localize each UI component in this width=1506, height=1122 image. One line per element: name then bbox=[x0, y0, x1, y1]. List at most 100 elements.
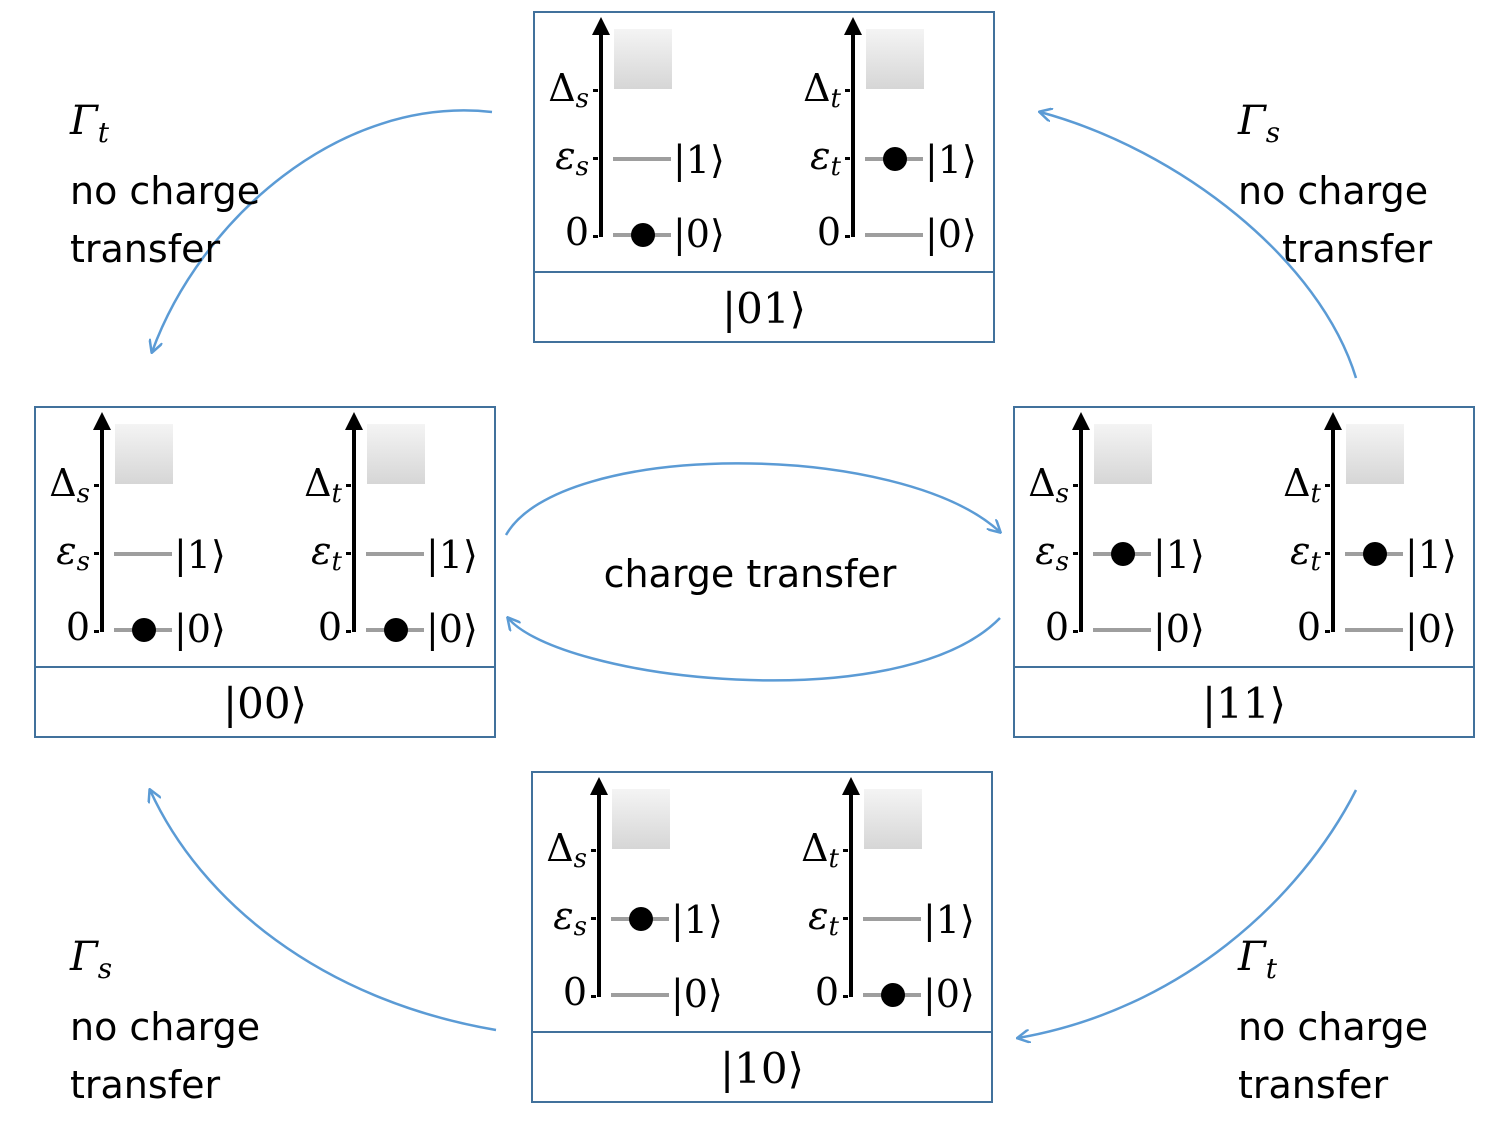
level-1 bbox=[366, 552, 424, 556]
state-box-11: Δs εs 0 |1⟩ |0⟩ Δt εt 0 |1⟩ |0⟩ |11⟩ bbox=[1013, 406, 1475, 738]
gap-region bbox=[367, 424, 425, 484]
ket-0: |0⟩ bbox=[426, 607, 478, 651]
electron-on-level-1 bbox=[629, 907, 653, 931]
ket-0: |0⟩ bbox=[923, 972, 975, 1016]
energy-axis bbox=[851, 31, 855, 237]
zero-label: 0 bbox=[562, 970, 587, 1014]
energy-axis-arrow bbox=[1324, 412, 1342, 430]
state-box-10: Δs εs 0 |1⟩ |0⟩ Δt εt 0 |1⟩ |0⟩ |10⟩ bbox=[531, 771, 993, 1103]
energy-axis-arrow bbox=[844, 17, 862, 35]
ket-0: |0⟩ bbox=[673, 212, 725, 256]
tick-zero bbox=[1073, 630, 1078, 633]
electron-on-level-1 bbox=[883, 147, 907, 171]
tick-zero bbox=[1325, 630, 1330, 633]
gap-label: Δt bbox=[304, 461, 342, 509]
rate-label: Γs bbox=[1238, 98, 1281, 149]
note-top-left: Γt no charge transfer bbox=[70, 92, 260, 278]
electron-on-level-1 bbox=[1363, 542, 1387, 566]
energy-axis bbox=[100, 426, 104, 632]
level-diagram-s: Δs εs 0 |1⟩ |0⟩ bbox=[1015, 408, 1245, 666]
energy-axis bbox=[597, 791, 601, 997]
ket-1: |1⟩ bbox=[1405, 533, 1457, 577]
energy-axis bbox=[1079, 426, 1083, 632]
box-divider bbox=[533, 1031, 991, 1033]
level-1 bbox=[863, 917, 921, 921]
note-line-1: no charge bbox=[1238, 1005, 1429, 1049]
ket-1: |1⟩ bbox=[671, 898, 723, 942]
tick-zero bbox=[845, 235, 850, 238]
tick-epsilon bbox=[593, 157, 598, 160]
zero-label: 0 bbox=[65, 605, 90, 649]
level-diagram-t: Δt εt 0 |1⟩ |0⟩ bbox=[1267, 408, 1497, 666]
ket-1: |1⟩ bbox=[925, 138, 977, 182]
energy-label: εs bbox=[553, 894, 587, 942]
level-diagram-t: Δt εt 0 |1⟩ |0⟩ bbox=[288, 408, 518, 666]
level-diagram-s: Δs εs 0 |1⟩ |0⟩ bbox=[535, 13, 765, 271]
level-diagram-t: Δt εt 0 |1⟩ |0⟩ bbox=[787, 13, 1017, 271]
tick-gap bbox=[591, 849, 596, 852]
state-label: |01⟩ bbox=[722, 283, 806, 333]
state-label: |11⟩ bbox=[1202, 678, 1286, 728]
arrow-11-to-10 bbox=[1018, 789, 1358, 1038]
gap-region bbox=[866, 29, 924, 89]
level-0 bbox=[865, 233, 923, 237]
zero-label: 0 bbox=[564, 210, 589, 254]
energy-label: εt bbox=[810, 134, 841, 182]
tick-epsilon bbox=[94, 552, 99, 555]
zero-label: 0 bbox=[317, 605, 342, 649]
tick-gap bbox=[346, 484, 351, 487]
state-box-00: Δs εs 0 |1⟩ |0⟩ Δt εt 0 |1⟩ |0⟩ |00⟩ bbox=[34, 406, 496, 738]
tick-gap bbox=[1073, 484, 1078, 487]
tick-gap bbox=[593, 89, 598, 92]
state-label: |00⟩ bbox=[223, 678, 307, 728]
tick-epsilon bbox=[1325, 552, 1330, 555]
zero-label: 0 bbox=[814, 970, 839, 1014]
energy-axis-arrow bbox=[842, 777, 860, 795]
ket-1: |1⟩ bbox=[174, 533, 226, 577]
tick-gap bbox=[1325, 484, 1330, 487]
rate-label: Γt bbox=[1238, 934, 1278, 985]
energy-label: εt bbox=[808, 894, 839, 942]
ket-0: |0⟩ bbox=[174, 607, 226, 651]
tick-epsilon bbox=[1073, 552, 1078, 555]
ket-1: |1⟩ bbox=[673, 138, 725, 182]
level-0 bbox=[611, 993, 669, 997]
energy-axis bbox=[599, 31, 603, 237]
charge-transfer-label: charge transfer bbox=[603, 552, 897, 596]
energy-axis-arrow bbox=[1072, 412, 1090, 430]
energy-axis bbox=[352, 426, 356, 632]
energy-axis-arrow bbox=[590, 777, 608, 795]
arrow-01-to-00 bbox=[152, 109, 493, 352]
energy-label: εs bbox=[56, 529, 90, 577]
tick-zero bbox=[593, 235, 598, 238]
zero-label: 0 bbox=[1044, 605, 1069, 649]
gap-region bbox=[612, 789, 670, 849]
state-label: |10⟩ bbox=[720, 1043, 804, 1093]
box-divider bbox=[1015, 666, 1473, 668]
level-0 bbox=[1345, 628, 1403, 632]
gap-region bbox=[864, 789, 922, 849]
energy-axis-arrow bbox=[93, 412, 111, 430]
arrow-10-to-00 bbox=[150, 790, 497, 1032]
level-1 bbox=[613, 157, 671, 161]
zero-label: 0 bbox=[1296, 605, 1321, 649]
rate-label: Γs bbox=[70, 934, 113, 985]
gap-label: Δt bbox=[803, 66, 841, 114]
tick-epsilon bbox=[346, 552, 351, 555]
ket-0: |0⟩ bbox=[1153, 607, 1205, 651]
gap-label: Δs bbox=[548, 66, 589, 114]
tick-zero bbox=[346, 630, 351, 633]
note-line-1: no charge bbox=[70, 1005, 261, 1049]
level-diagram-s: Δs εs 0 |1⟩ |0⟩ bbox=[533, 773, 763, 1031]
electron-on-level-0 bbox=[631, 223, 655, 247]
arrow-11-to-00 bbox=[508, 618, 1001, 682]
gap-label: Δs bbox=[546, 826, 587, 874]
tick-gap bbox=[845, 89, 850, 92]
gap-region bbox=[614, 29, 672, 89]
gap-label: Δs bbox=[49, 461, 90, 509]
level-0 bbox=[1093, 628, 1151, 632]
arrow-00-to-11 bbox=[504, 462, 1000, 536]
electron-on-level-0 bbox=[384, 618, 408, 642]
note-line-2: transfer bbox=[70, 1063, 221, 1107]
